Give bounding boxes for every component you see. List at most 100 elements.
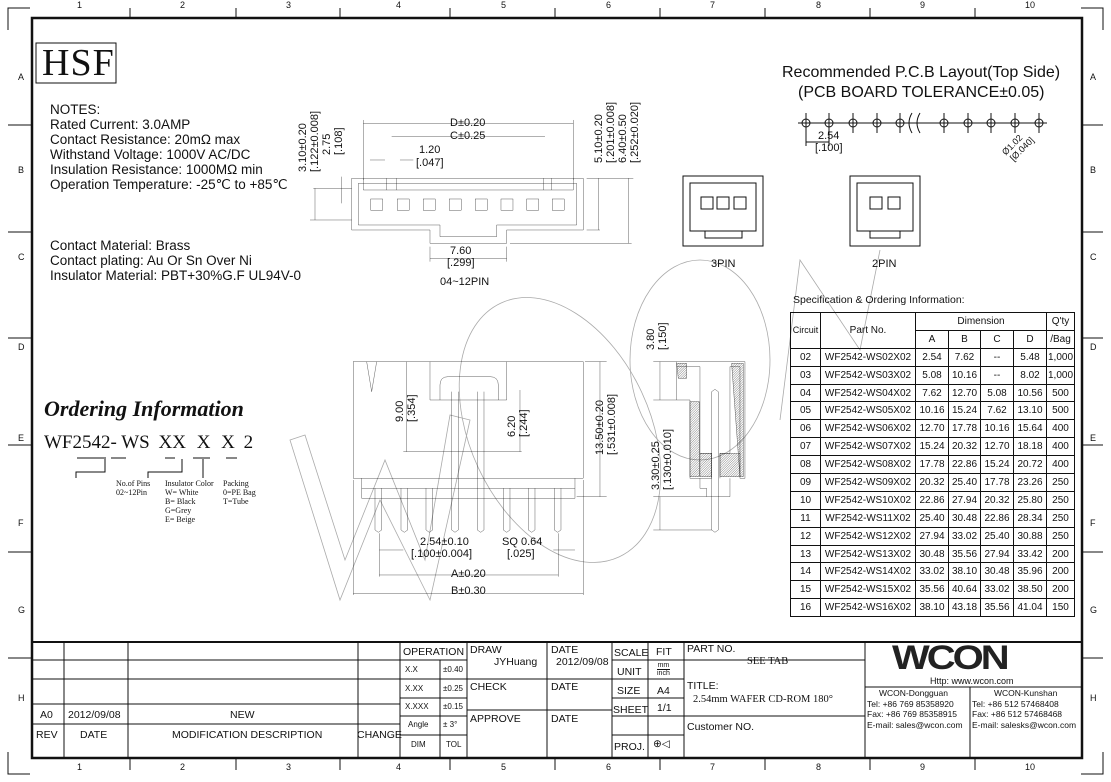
dim-13-50: 13.50±0.20 [594, 400, 606, 455]
office-fax: Fax: +86 512 57468468 [972, 709, 1063, 719]
dim-2-75: 2.75 [321, 133, 333, 155]
col-label: 5 [501, 0, 507, 10]
tol-value: ±0.40 [443, 665, 463, 674]
cell-d: 25.80 [1013, 490, 1047, 510]
header-c: C [980, 329, 1014, 349]
row-label: B [1090, 165, 1097, 175]
code-color: X [196, 432, 211, 453]
cell-circuit: 08 [790, 455, 821, 475]
cell-part-no: WF2542-WS14X02 [820, 562, 916, 582]
tol-dim: X.X [405, 665, 418, 674]
cell-b: 10.16 [948, 365, 981, 385]
dim-3-10: 3.10±0.20 [297, 123, 309, 172]
note-line: Insulation Resistance: 1000MΩ min [50, 162, 263, 177]
col-label: 7 [710, 762, 716, 772]
dim-7-60: 7.60 [450, 245, 472, 257]
cell-c: 17.78 [980, 473, 1014, 492]
header-circuit: Circuit [790, 312, 821, 349]
cell-qty: 400 [1045, 419, 1076, 439]
cell-d: 38.50 [1013, 580, 1047, 600]
dim-3-30-in: [.130±0.010] [662, 428, 674, 490]
col-label: 9 [920, 762, 926, 772]
cell-a: 15.24 [915, 437, 949, 457]
pcb-pitch-in: [.100] [815, 142, 843, 154]
pins-range: 02~12Pin [116, 488, 147, 497]
col-label: 6 [606, 0, 612, 10]
dim-13-50-in: [.531±0.008] [606, 393, 618, 455]
header-dimension: Dimension [915, 312, 1047, 331]
tol-dim: X.XX [405, 684, 424, 693]
notes: NOTES: Rated Current: 3.0AMP Contact Res… [50, 102, 288, 192]
pins-legend: No.of Pins 02~12Pin [116, 479, 150, 497]
cell-d: 13.10 [1013, 401, 1047, 421]
dim-9-00: 9.00 [394, 400, 406, 422]
tol-value: ± 3° [443, 720, 458, 729]
tol-header: TOL [446, 740, 462, 749]
cell-circuit: 11 [790, 508, 821, 528]
cell-qty: 200 [1045, 580, 1076, 600]
cell-part-no: WF2542-WS07X02 [820, 437, 916, 457]
cell-b: 22.86 [948, 455, 981, 475]
cell-a: 12.70 [915, 419, 949, 439]
dim-5-10: 5.10±0.20 [593, 114, 605, 163]
2pin-caption: 2PIN [872, 258, 897, 270]
cell-c: -- [980, 365, 1014, 385]
rev-description: NEW [230, 709, 255, 721]
cell-c: 30.48 [980, 562, 1014, 582]
col-label: 3 [286, 0, 292, 10]
cell-circuit: 16 [790, 598, 821, 618]
color-label: Insulator Color [165, 479, 214, 488]
col-label: 8 [816, 0, 822, 10]
cell-qty: 200 [1045, 562, 1076, 582]
cell-d: 20.72 [1013, 455, 1047, 475]
cell-part-no: WF2542-WS11X02 [820, 508, 916, 528]
pcb-tolerance: (PCB BOARD TOLERANCE±0.05) [798, 84, 1045, 101]
cell-a: 30.48 [915, 544, 949, 564]
col-label: 9 [920, 0, 926, 10]
color-option: E= Beige [165, 515, 196, 524]
row-label: F [18, 518, 24, 528]
col-label: 10 [1025, 762, 1036, 772]
header-qty: Q'ty [1045, 312, 1076, 331]
row-label: A [18, 72, 25, 82]
scale-label: SCALE [614, 647, 649, 659]
code-end: 2 [243, 432, 254, 453]
dim-6-40-in: [.252±0.020] [629, 101, 641, 163]
draw-label: DRAW [470, 644, 502, 656]
cell-qty: 400 [1045, 455, 1076, 475]
part-no-label: PART NO. [687, 643, 736, 655]
spec-table: Circuit Part No. Dimension Q'ty A B C D … [790, 312, 1076, 618]
ordering-title: Ordering Information [44, 396, 244, 421]
cell-qty: 250 [1045, 526, 1076, 546]
cell-c: 35.56 [980, 598, 1014, 618]
cell-d: 15.64 [1013, 419, 1047, 439]
unit-label: UNIT [617, 666, 642, 678]
row-label: G [1090, 605, 1098, 615]
dim-c: C±0.25 [450, 130, 486, 142]
packing-legend: Packing 0=PE Bag T=Tube [223, 479, 256, 506]
row-label: C [1090, 252, 1097, 262]
cell-b: 43.18 [948, 598, 981, 618]
material-line: Contact plating: Au Or Sn Over Ni [50, 253, 252, 268]
cell-a: 7.62 [915, 383, 949, 403]
cell-part-no: WF2542-WS13X02 [820, 544, 916, 564]
description-header: MODIFICATION DESCRIPTION [172, 729, 323, 741]
cell-c: 25.40 [980, 526, 1014, 546]
cell-b: 27.94 [948, 490, 981, 510]
dim-3-10-in: [.122±0.008] [309, 110, 321, 172]
cell-b: 40.64 [948, 580, 981, 600]
cell-a: 33.02 [915, 562, 949, 582]
office-fax: Fax: +86 769 85358915 [867, 709, 958, 719]
cell-qty: 200 [1045, 544, 1076, 564]
scale-value: FIT [656, 646, 672, 658]
office-tel: Tel: +86 512 57468408 [972, 698, 1059, 709]
tol-dim: Angle [408, 720, 429, 729]
color-option: W= White [165, 488, 199, 497]
cell-circuit: 12 [790, 526, 821, 546]
